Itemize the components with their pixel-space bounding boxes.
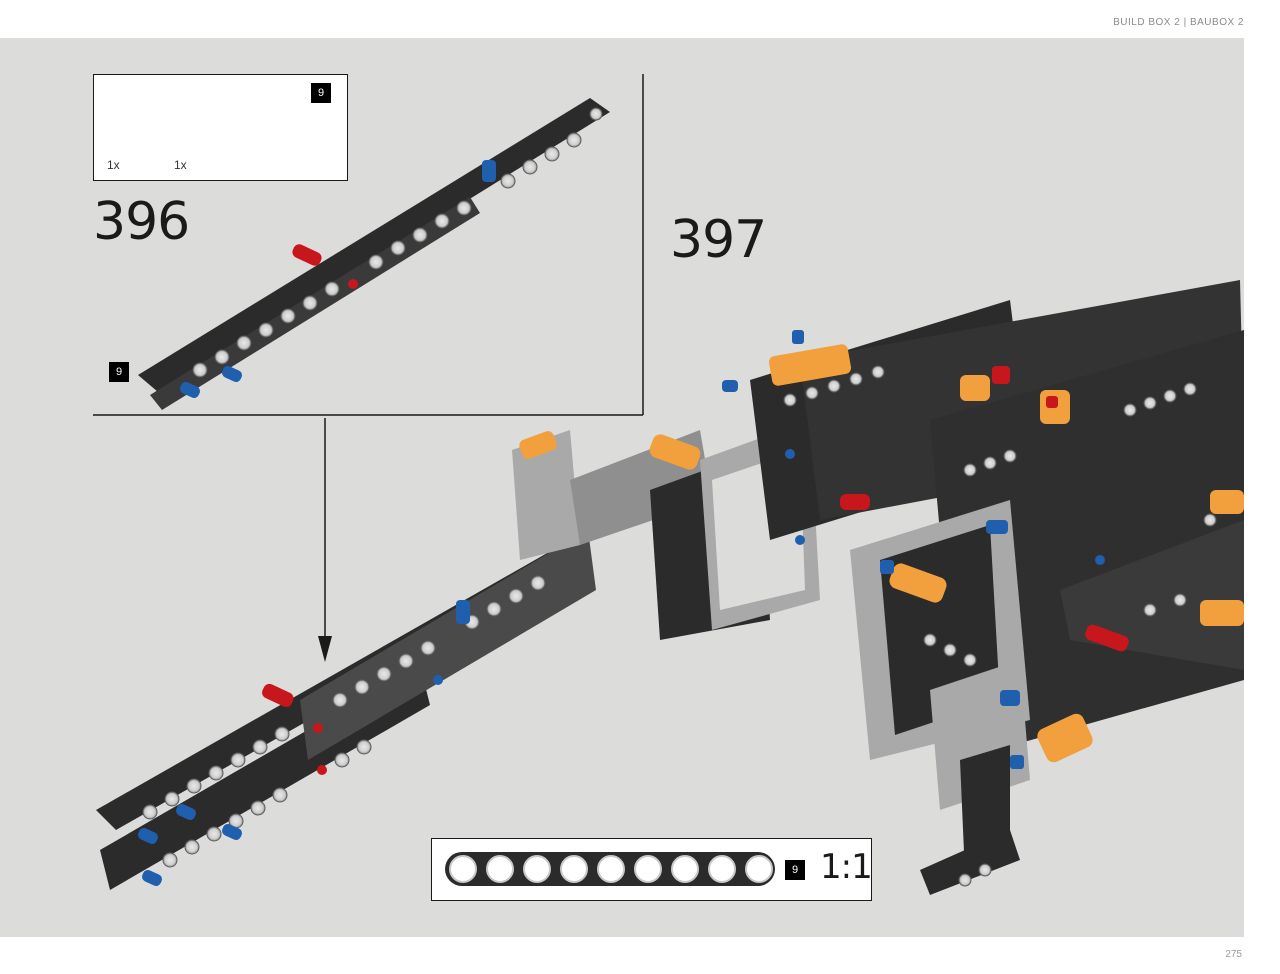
beam-length-badge: 9 — [311, 83, 331, 103]
assembly-length-badge: 9 — [109, 362, 129, 382]
scale-length-badge: 9 — [785, 860, 805, 880]
model-main-frame — [512, 280, 1244, 895]
scale-box: 9 1:1 — [431, 838, 873, 901]
model-left-arm — [96, 530, 596, 890]
placement-arrow — [318, 418, 332, 662]
step-number-396: 396 — [93, 192, 190, 252]
page-number: 275 — [1225, 949, 1242, 960]
parts-callout: 1x 1x 9 — [93, 74, 348, 181]
pin-quantity: 1x — [107, 158, 120, 172]
beam-scale-icon — [445, 852, 775, 886]
red-pin-396 — [292, 244, 322, 266]
subassembly-396 — [138, 98, 610, 410]
page-header: BUILD BOX 2 | BAUBOX 2 — [1113, 17, 1244, 28]
beam-quantity: 1x — [174, 158, 187, 172]
scale-ratio: 1:1 — [820, 847, 873, 887]
step-number-397: 397 — [670, 210, 767, 270]
